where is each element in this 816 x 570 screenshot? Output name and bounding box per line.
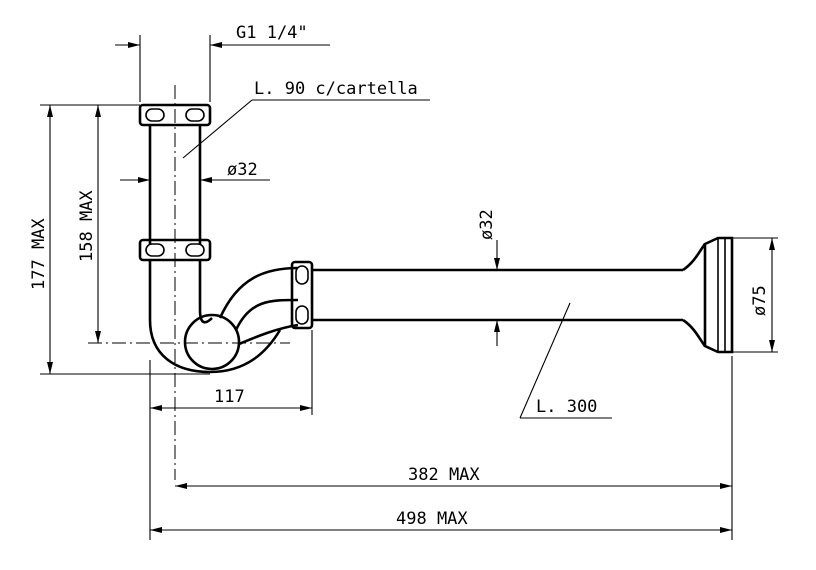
dim-thread — [115, 35, 330, 102]
label-pipe-diameter: ø32 — [477, 209, 497, 240]
dim-height-inner — [88, 104, 290, 344]
middle-nut — [138, 238, 212, 262]
dim-tail-diameter — [120, 177, 270, 183]
union-nut — [290, 260, 314, 330]
trap-ball — [183, 313, 241, 371]
horizontal-pipe — [290, 236, 734, 354]
label-width-total: 498 MAX — [396, 509, 468, 529]
trap-bend — [148, 266, 299, 374]
label-width-inner: 382 MAX — [408, 465, 480, 485]
label-pipe-length: L. 300 — [536, 397, 597, 417]
top-nut — [138, 103, 212, 127]
dim-pipe-diameter — [494, 240, 500, 346]
dim-width-inner — [175, 356, 733, 540]
label-height-inner: 158 MAX — [77, 190, 97, 262]
dim-width-total — [150, 527, 732, 533]
label-tail-diameter: ø32 — [227, 160, 258, 180]
label-height-total: 177 MAX — [29, 218, 49, 290]
label-tail-length: L. 90 c/cartella — [254, 79, 418, 99]
leader-tail-length — [182, 99, 430, 159]
dim-offset — [149, 330, 313, 540]
label-offset: 117 — [214, 387, 245, 407]
label-flange-diameter: ø75 — [750, 285, 770, 316]
leader-pipe-length — [519, 302, 612, 419]
label-thread: G1 1/4" — [236, 23, 308, 43]
dim-flange-diameter — [732, 237, 778, 353]
vertical-tailpiece — [138, 103, 212, 320]
